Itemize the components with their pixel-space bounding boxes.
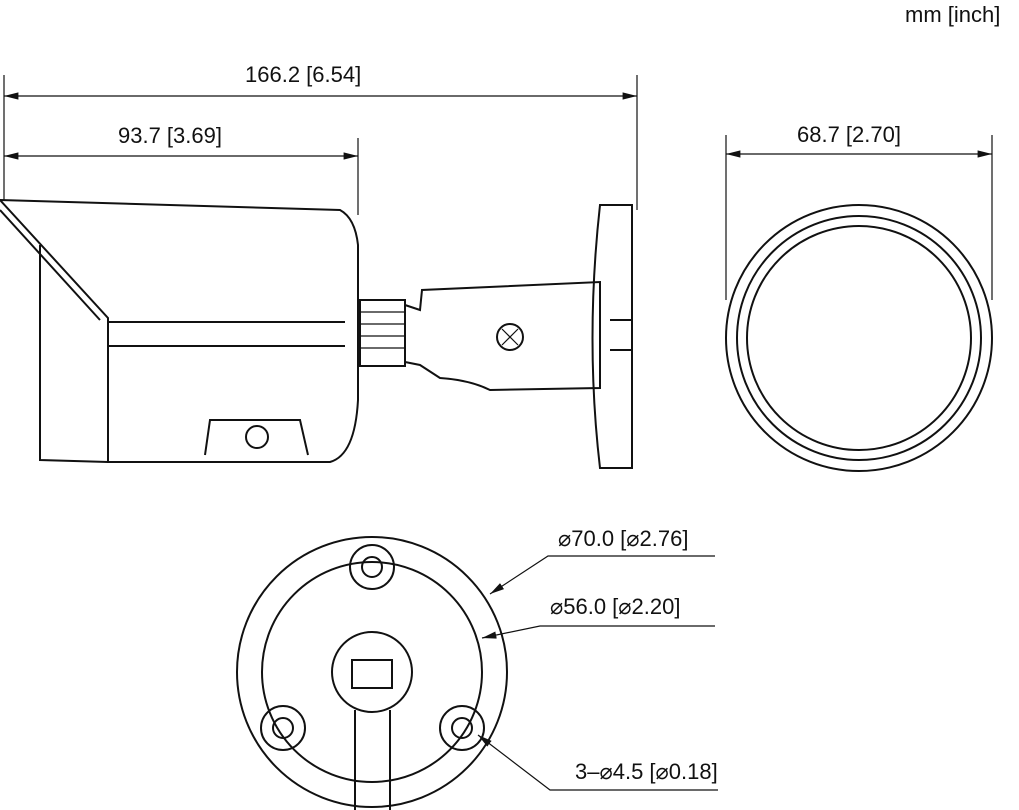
housing-length-label: 93.7 [3.69] <box>118 123 222 148</box>
camera-side-view <box>0 198 633 469</box>
base-bottom-view <box>236 536 508 810</box>
total-length-label: 166.2 [6.54] <box>245 62 361 87</box>
units-label: mm [inch] <box>905 2 1000 27</box>
base-outer-diameter-label: ⌀70.0 [⌀2.76] <box>558 526 688 551</box>
housing-length-dimension: 93.7 [3.69] <box>4 123 359 215</box>
camera-front-view <box>725 204 993 472</box>
base-inner-diameter-label: ⌀56.0 [⌀2.20] <box>550 594 680 619</box>
front-width-dimension: 68.7 [2.70] <box>725 122 993 300</box>
base-dimension-callouts: ⌀70.0 [⌀2.76] ⌀56.0 [⌀2.20] 3–⌀4.5 [⌀0.1… <box>477 526 718 791</box>
total-length-dimension: 166.2 [6.54] <box>3 62 638 210</box>
mount-holes-label: 3–⌀4.5 [⌀0.18] <box>575 759 718 784</box>
front-width-label: 68.7 [2.70] <box>797 122 901 147</box>
